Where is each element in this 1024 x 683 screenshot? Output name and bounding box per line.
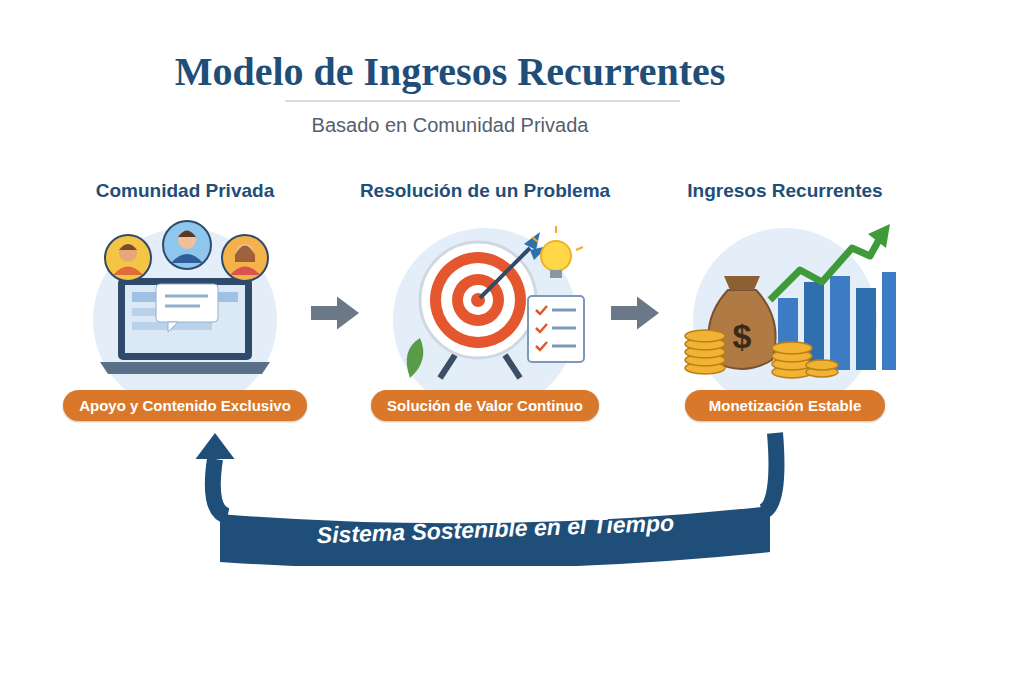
diagram-title: Modelo de Ingresos Recurrentes: [0, 48, 962, 95]
step-label: Monetización Estable: [685, 390, 885, 421]
step-column: Resolución de un ProblemaSolución de Val…: [355, 180, 615, 421]
flow-arrow: [311, 306, 339, 320]
step-heading: Ingresos Recurrentes: [655, 180, 915, 202]
step-heading: Resolución de un Problema: [355, 180, 615, 202]
step-heading: Comunidad Privada: [55, 180, 315, 202]
subtitle: Basado en Comunidad Privada: [0, 114, 962, 137]
loop-connector: [213, 459, 228, 516]
step-column: Comunidad PrivadaApoyo y Contenido Exclu…: [55, 180, 315, 421]
arrowhead: [337, 297, 359, 330]
revenue-illustration: $: [685, 224, 896, 412]
flow-arrow: [611, 306, 639, 320]
arrowhead: [637, 297, 659, 330]
dollar-symbol: $: [733, 317, 752, 355]
arrowhead: [196, 433, 235, 459]
loop-connector: [762, 433, 776, 512]
loop-banner: Sistema Sostenible en el Tiempo: [220, 506, 771, 566]
target-illustration: [393, 226, 584, 412]
illustration-space: [355, 202, 615, 390]
step-label: Solución de Valor Continuo: [371, 390, 599, 421]
community-illustration: [93, 221, 277, 412]
title-rule: [285, 100, 680, 102]
step-label: Apoyo y Contenido Exclusivo: [63, 390, 307, 421]
step-column: Ingresos RecurrentesMonetización Estable: [655, 180, 915, 421]
illustration-space: [55, 202, 315, 390]
illustration-space: [655, 202, 915, 390]
